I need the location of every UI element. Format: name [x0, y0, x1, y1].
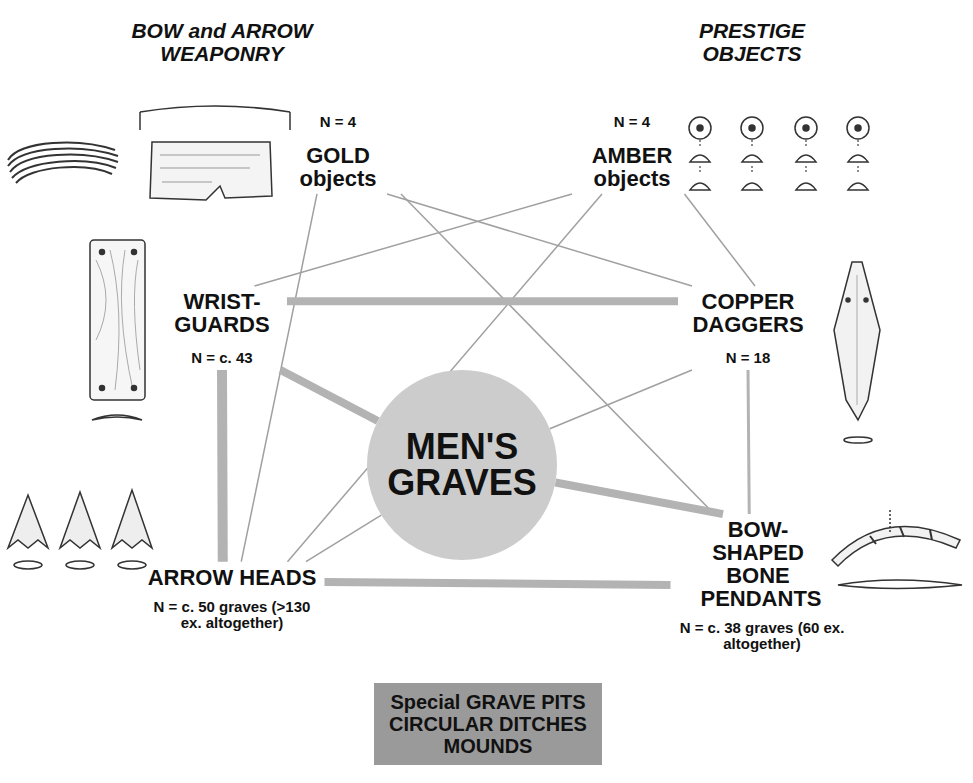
association-line	[287, 297, 678, 305]
association-line	[217, 370, 228, 562]
feature-box: Special GRAVE PITS CIRCULAR DITCHES MOUN…	[374, 683, 602, 765]
gold-coil	[8, 143, 118, 183]
category-label: COPPER DAGGERS N = 18	[678, 286, 818, 370]
association-line	[281, 370, 378, 421]
count-note: AMBER objects	[561, 144, 703, 190]
association-line	[288, 194, 603, 562]
association-line	[685, 194, 756, 286]
node-heading: COPPER DAGGERS	[682, 290, 814, 336]
group-heading: PRESTIGE OBJECTS	[667, 19, 837, 65]
node-heading: N = 4	[272, 114, 404, 130]
association-line	[387, 194, 692, 286]
category-label: N = 4 GOLD objects	[268, 110, 408, 194]
center-circle: MEN'S GRAVES	[367, 370, 557, 560]
association-line	[241, 194, 317, 562]
bow-pendant	[832, 510, 962, 589]
amber-beads	[689, 117, 869, 190]
copper-dagger	[834, 262, 880, 443]
association-line	[555, 483, 723, 515]
wrist-guard	[90, 240, 145, 420]
count-note: N = 18	[682, 350, 814, 366]
node-heading: N = 4	[561, 114, 703, 130]
node-heading: MEN'S GRAVES	[371, 429, 553, 501]
association-line	[748, 370, 749, 514]
count-note: N = c. 43	[161, 350, 283, 366]
node-heading: ARROW HEADS	[144, 566, 321, 589]
gold-band	[140, 106, 290, 200]
association-line	[306, 515, 381, 562]
association-line	[550, 370, 692, 429]
count-note: GOLD objects	[272, 144, 404, 190]
count-note: N = c. 50 graves (>130 ex. altogether)	[144, 599, 321, 631]
count-note: N = c. 38 graves (60 ex. altogether)	[675, 620, 850, 652]
node-heading: BOW-SHAPED BONE PENDANTS	[701, 518, 816, 610]
node-heading: Special GRAVE PITS CIRCULAR DITCHES MOUN…	[380, 691, 596, 757]
arrowheads	[8, 490, 152, 569]
category-label: N = 4 AMBER objects	[557, 110, 707, 194]
category-label: ARROW HEADS N = c. 50 graves (>130 ex. al…	[140, 562, 325, 635]
group-heading: BOW and ARROW WEAPONRY	[97, 19, 347, 65]
association-line	[255, 194, 573, 286]
category-label: BOW-SHAPED BONE PENDANTSN = c. 38 graves…	[671, 514, 846, 656]
node-heading: WRIST-GUARDS	[161, 290, 283, 336]
association-line	[325, 582, 671, 585]
category-label: WRIST-GUARDS N = c. 43	[157, 286, 287, 370]
